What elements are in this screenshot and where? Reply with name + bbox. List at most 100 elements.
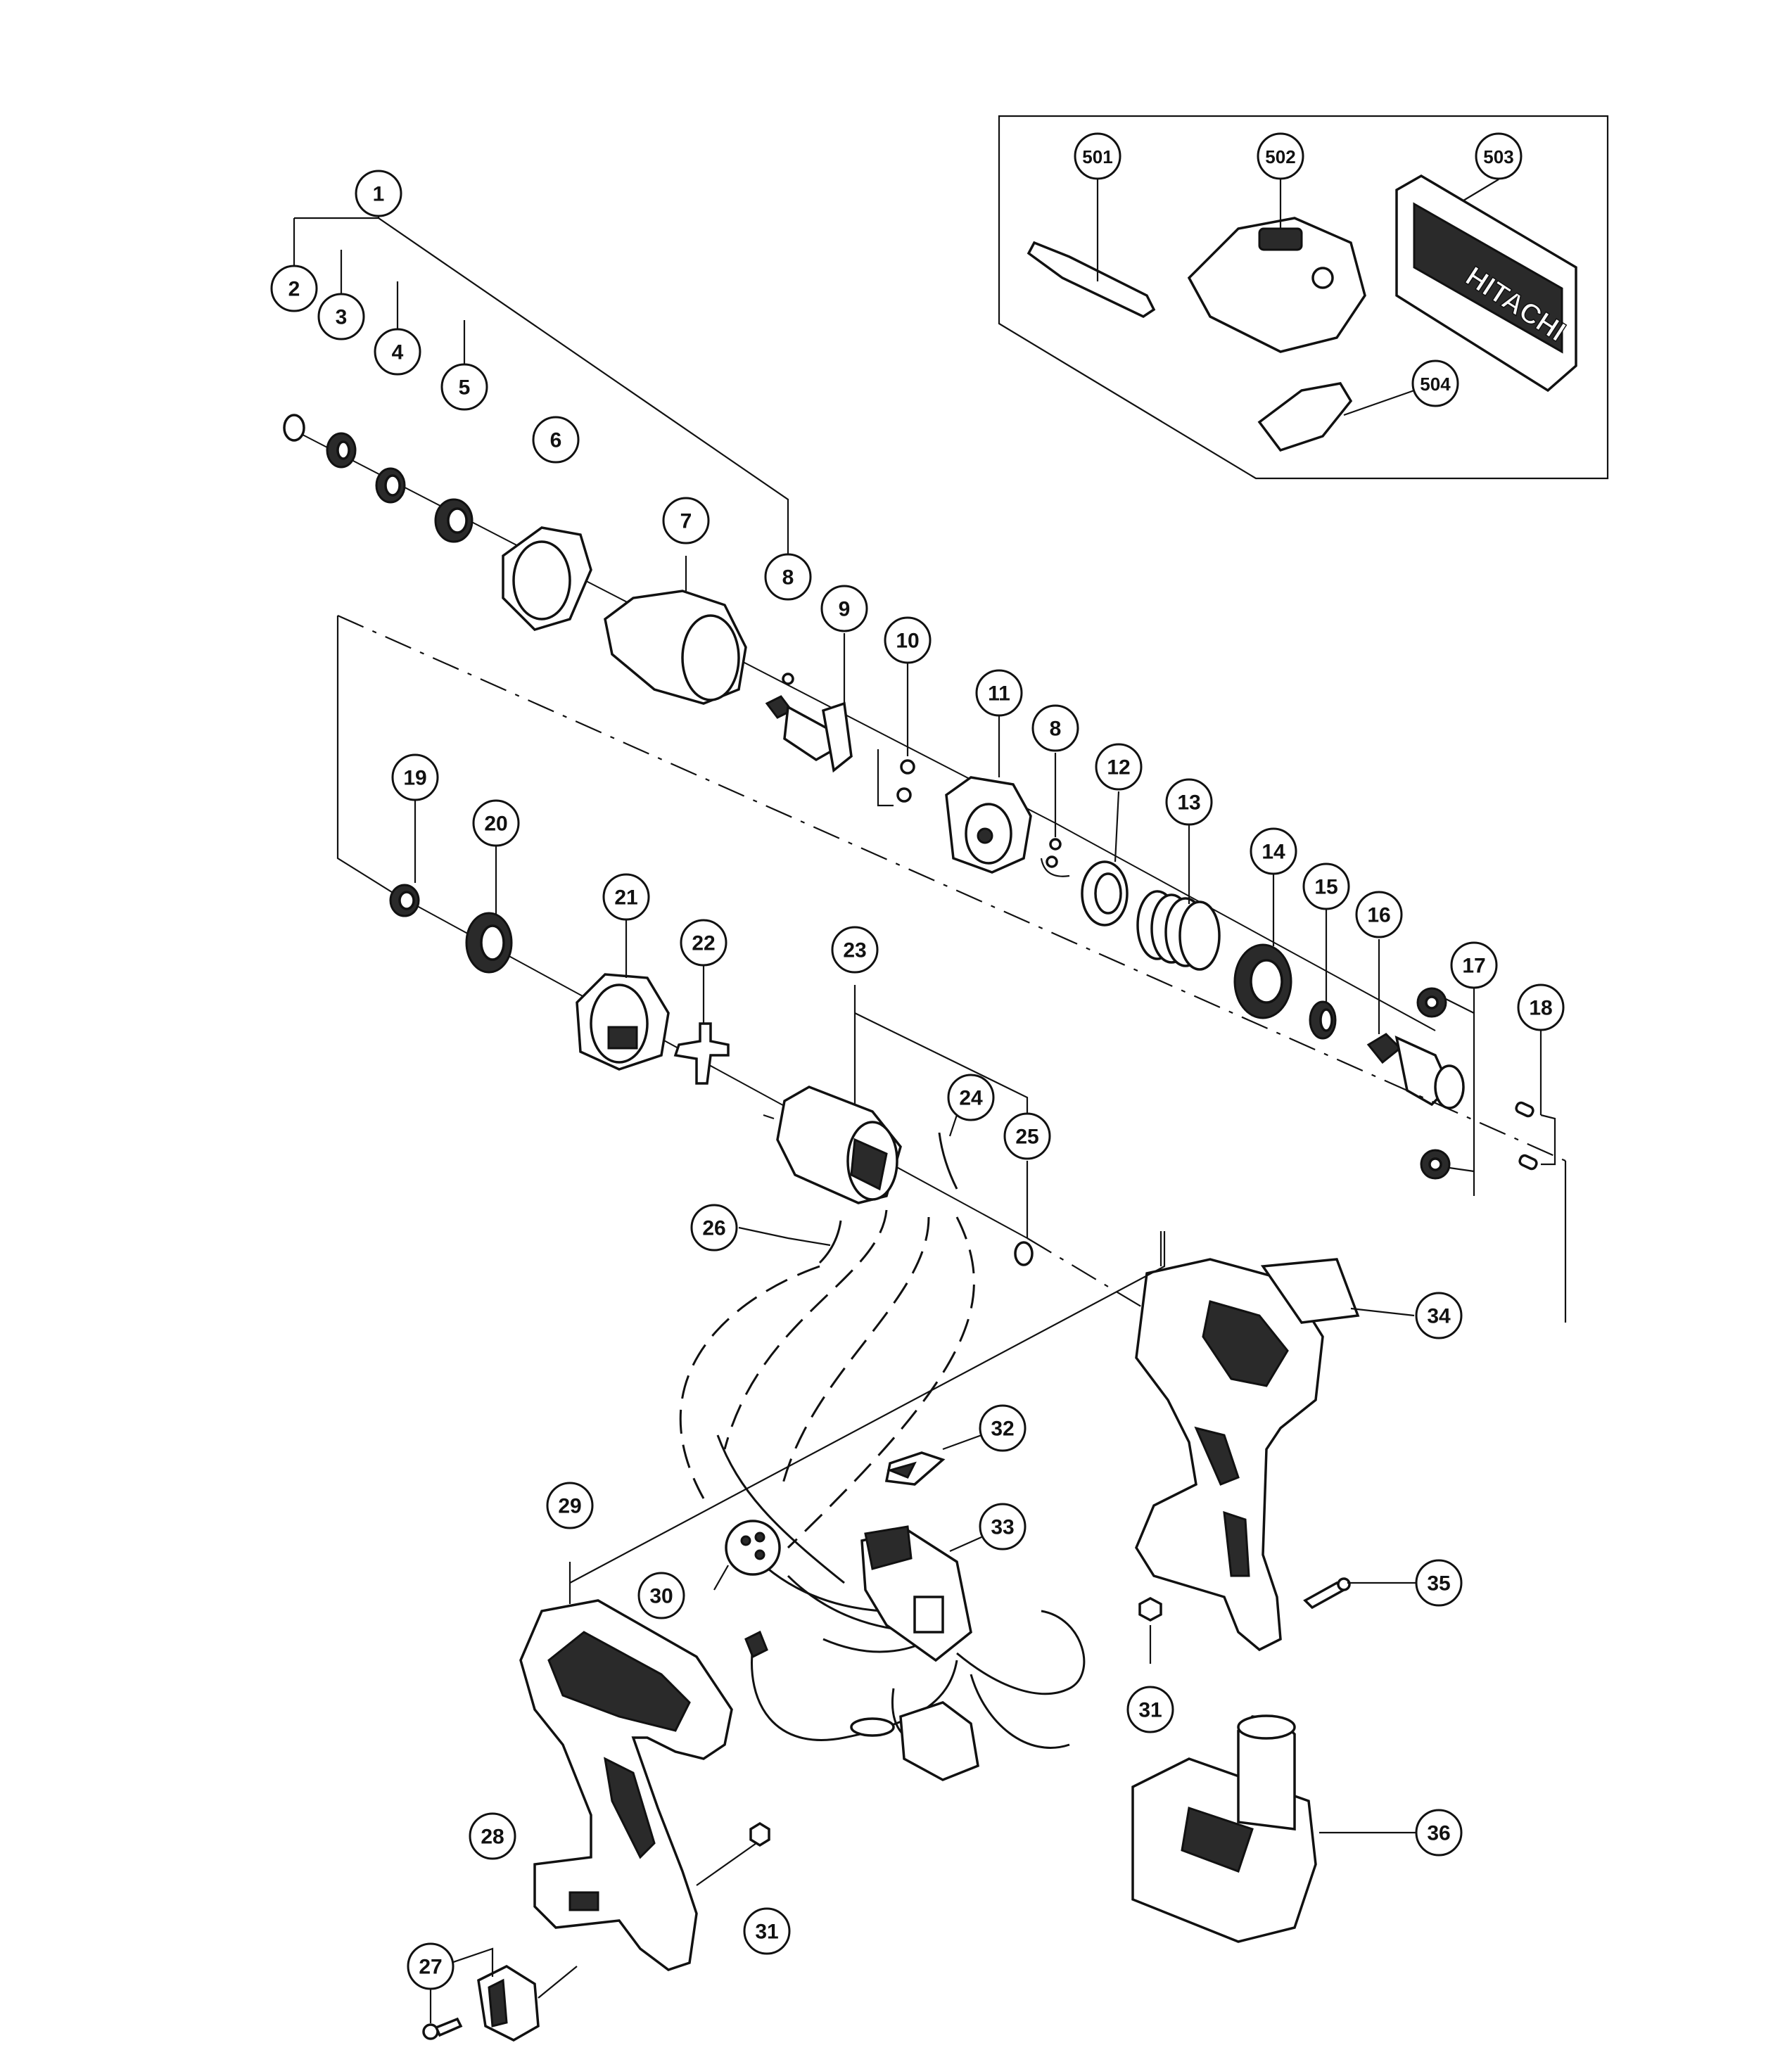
hex-nut-left-part bbox=[696, 1821, 770, 1886]
callout-5: 5 bbox=[440, 363, 488, 411]
callout-number: 33 bbox=[991, 1516, 1014, 1539]
idle-gear-part bbox=[1416, 987, 1475, 1196]
callout-number: 8 bbox=[782, 566, 794, 590]
accessory-box bbox=[998, 115, 1609, 480]
battery-charger-part bbox=[1187, 179, 1366, 353]
callout-number: 504 bbox=[1420, 374, 1451, 395]
belt-clip-part bbox=[1257, 382, 1415, 452]
battery-pack-part bbox=[1131, 1714, 1418, 1943]
sleeve-part bbox=[434, 498, 474, 543]
callout-number: 1 bbox=[373, 183, 385, 206]
spring-small-part bbox=[375, 467, 406, 504]
callout-number: 501 bbox=[1082, 146, 1112, 167]
callout-circle-icon bbox=[1415, 1292, 1463, 1339]
callout-circle-icon bbox=[472, 799, 520, 847]
callout-31b: 31 bbox=[1126, 1686, 1174, 1733]
assembly-dash-line bbox=[337, 614, 1566, 1162]
callout-circle-icon bbox=[1250, 827, 1297, 875]
callout-circle-icon bbox=[546, 1482, 594, 1529]
callout-number: 34 bbox=[1427, 1305, 1451, 1328]
callout-number: 15 bbox=[1314, 876, 1337, 899]
callout-number: 6 bbox=[550, 429, 562, 452]
needle-pin-part bbox=[1515, 1031, 1556, 1171]
driver-bit-part bbox=[1027, 179, 1156, 319]
callout-number: 12 bbox=[1107, 756, 1130, 779]
spindle-part bbox=[1366, 939, 1465, 1109]
callout-27: 27 bbox=[407, 1942, 455, 1990]
carrying-case-part: HITACHI bbox=[1395, 174, 1577, 393]
callout-number: 30 bbox=[649, 1585, 673, 1608]
callout-number: 36 bbox=[1427, 1822, 1450, 1845]
left-bracket-lead bbox=[336, 616, 395, 894]
accessory-box-outline bbox=[998, 115, 1609, 480]
callout-number: 19 bbox=[403, 767, 426, 790]
callout-504: 504 bbox=[1411, 359, 1459, 407]
callout-15: 15 bbox=[1302, 862, 1350, 910]
callout-circle-icon bbox=[355, 170, 402, 217]
callout-circle-icon bbox=[407, 1942, 455, 1990]
callout-number: 9 bbox=[839, 598, 851, 621]
machine-screw-part bbox=[422, 1987, 463, 2040]
callout-circle-icon bbox=[469, 1812, 516, 1860]
callout-number: 21 bbox=[614, 886, 637, 910]
callout-36: 36 bbox=[1415, 1809, 1463, 1857]
callout-16: 16 bbox=[1355, 891, 1403, 938]
battery-terminal-part bbox=[744, 1630, 979, 1781]
retaining-ring-large-part bbox=[1309, 908, 1337, 1040]
callout-number: 7 bbox=[680, 510, 692, 533]
callout-22: 22 bbox=[680, 919, 727, 967]
callout-19: 19 bbox=[391, 753, 439, 801]
name-plate-part bbox=[1260, 1258, 1415, 1324]
callout-10: 10 bbox=[884, 616, 932, 664]
callout-7: 7 bbox=[662, 497, 710, 545]
callout-6: 6 bbox=[532, 416, 580, 464]
callout-circle-icon bbox=[979, 1404, 1027, 1452]
callout-circle-icon bbox=[1415, 1809, 1463, 1857]
callout-23: 23 bbox=[831, 926, 879, 974]
callout-circle-icon bbox=[391, 753, 439, 801]
callout-circle-icon bbox=[1475, 132, 1523, 180]
callout-number: 3 bbox=[336, 306, 348, 329]
dc-motor-part bbox=[763, 985, 1029, 1204]
callout-circle-icon bbox=[602, 873, 650, 921]
callout-34: 34 bbox=[1415, 1292, 1463, 1339]
callout-number: 26 bbox=[702, 1217, 725, 1240]
motor-dash-line bbox=[1027, 1237, 1169, 1323]
anvil-part bbox=[765, 633, 853, 773]
callout-8b: 8 bbox=[1031, 704, 1079, 752]
callout-circle-icon bbox=[637, 1572, 685, 1619]
steel-ball-small-part bbox=[1040, 753, 1070, 877]
callout-32: 32 bbox=[979, 1404, 1027, 1452]
callout-number: 502 bbox=[1265, 146, 1295, 167]
callout-number: 29 bbox=[558, 1495, 581, 1518]
callout-circle-icon bbox=[820, 585, 868, 632]
callout-number: 14 bbox=[1262, 841, 1285, 864]
callout-26: 26 bbox=[690, 1204, 738, 1252]
housing-right-part bbox=[1135, 1231, 1324, 1652]
washer-part bbox=[326, 432, 357, 469]
callout-circle-icon bbox=[1411, 359, 1459, 407]
callout-circle-icon bbox=[831, 926, 879, 974]
callout-circle-icon bbox=[1126, 1686, 1174, 1733]
callout-501: 501 bbox=[1074, 132, 1121, 180]
callout-circle-icon bbox=[1095, 743, 1143, 791]
callout-number: 2 bbox=[288, 278, 300, 301]
callout-number: 16 bbox=[1367, 904, 1390, 927]
callout-28: 28 bbox=[469, 1812, 516, 1860]
callout-29: 29 bbox=[546, 1482, 594, 1529]
callout-33: 33 bbox=[979, 1503, 1027, 1551]
callout-circle-icon bbox=[1031, 704, 1079, 752]
callout-circle-icon bbox=[317, 293, 365, 340]
callout-21: 21 bbox=[602, 873, 650, 921]
callout-3: 3 bbox=[317, 293, 365, 340]
washer-thick-part bbox=[1233, 869, 1292, 1019]
callout-circle-icon bbox=[1450, 941, 1498, 989]
front-cap-part bbox=[502, 526, 592, 631]
callout-number: 31 bbox=[1138, 1699, 1162, 1722]
internal-wire-part bbox=[738, 1220, 842, 1264]
callout-number: 24 bbox=[959, 1087, 983, 1110]
callout-circle-icon bbox=[270, 265, 318, 312]
callout-circle-icon bbox=[764, 553, 812, 601]
callout-circle-icon bbox=[690, 1204, 738, 1252]
